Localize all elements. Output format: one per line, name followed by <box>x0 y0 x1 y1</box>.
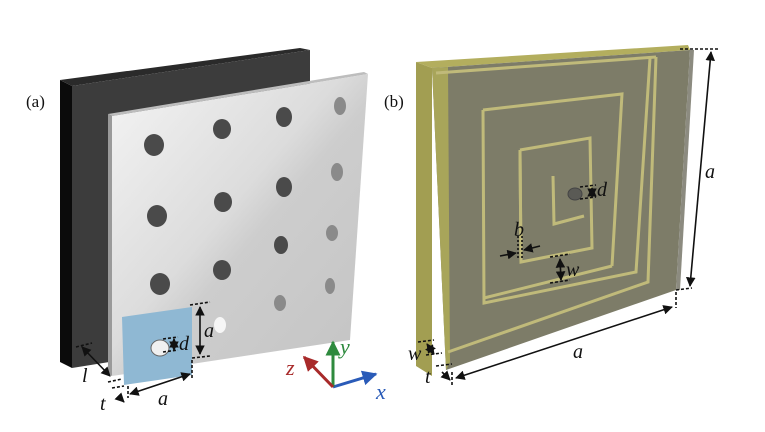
dim-a-horizontal-label-b: a <box>573 341 583 363</box>
dim-w-label: w <box>566 259 580 281</box>
dim-a-vertical-label-b: a <box>705 161 715 183</box>
dim-a-horizontal-label: a <box>158 388 168 410</box>
panel-b: (b) <box>384 45 720 388</box>
z-axis-arrow <box>302 355 335 389</box>
x-axis-arrow <box>332 370 378 389</box>
dim-d-label-b: d <box>597 179 608 201</box>
z-axis-label: z <box>285 355 295 380</box>
center-hole <box>567 187 583 201</box>
spiral-plate <box>416 45 694 376</box>
dim-b-label: b <box>514 219 524 241</box>
coordinate-axes: x y z <box>285 334 386 404</box>
dimensions-a <box>75 301 211 403</box>
dim-a-vertical-label: a <box>204 320 214 342</box>
panel-a: (a) <box>26 48 368 415</box>
dim-l-label: l <box>82 365 88 387</box>
dimensions-b <box>417 48 720 386</box>
panel-a-label: (a) <box>26 92 45 111</box>
perforated-plate <box>108 72 368 385</box>
panel-b-label: (b) <box>384 92 404 111</box>
dim-d-label: d <box>179 333 190 355</box>
hole-grid <box>144 97 346 311</box>
x-axis-label: x <box>375 379 386 404</box>
dim-w-depth-label: w <box>408 343 422 365</box>
y-axis-label: y <box>338 334 350 359</box>
dim-t-label-b: t <box>425 366 431 388</box>
dim-t-label: t <box>100 393 106 415</box>
